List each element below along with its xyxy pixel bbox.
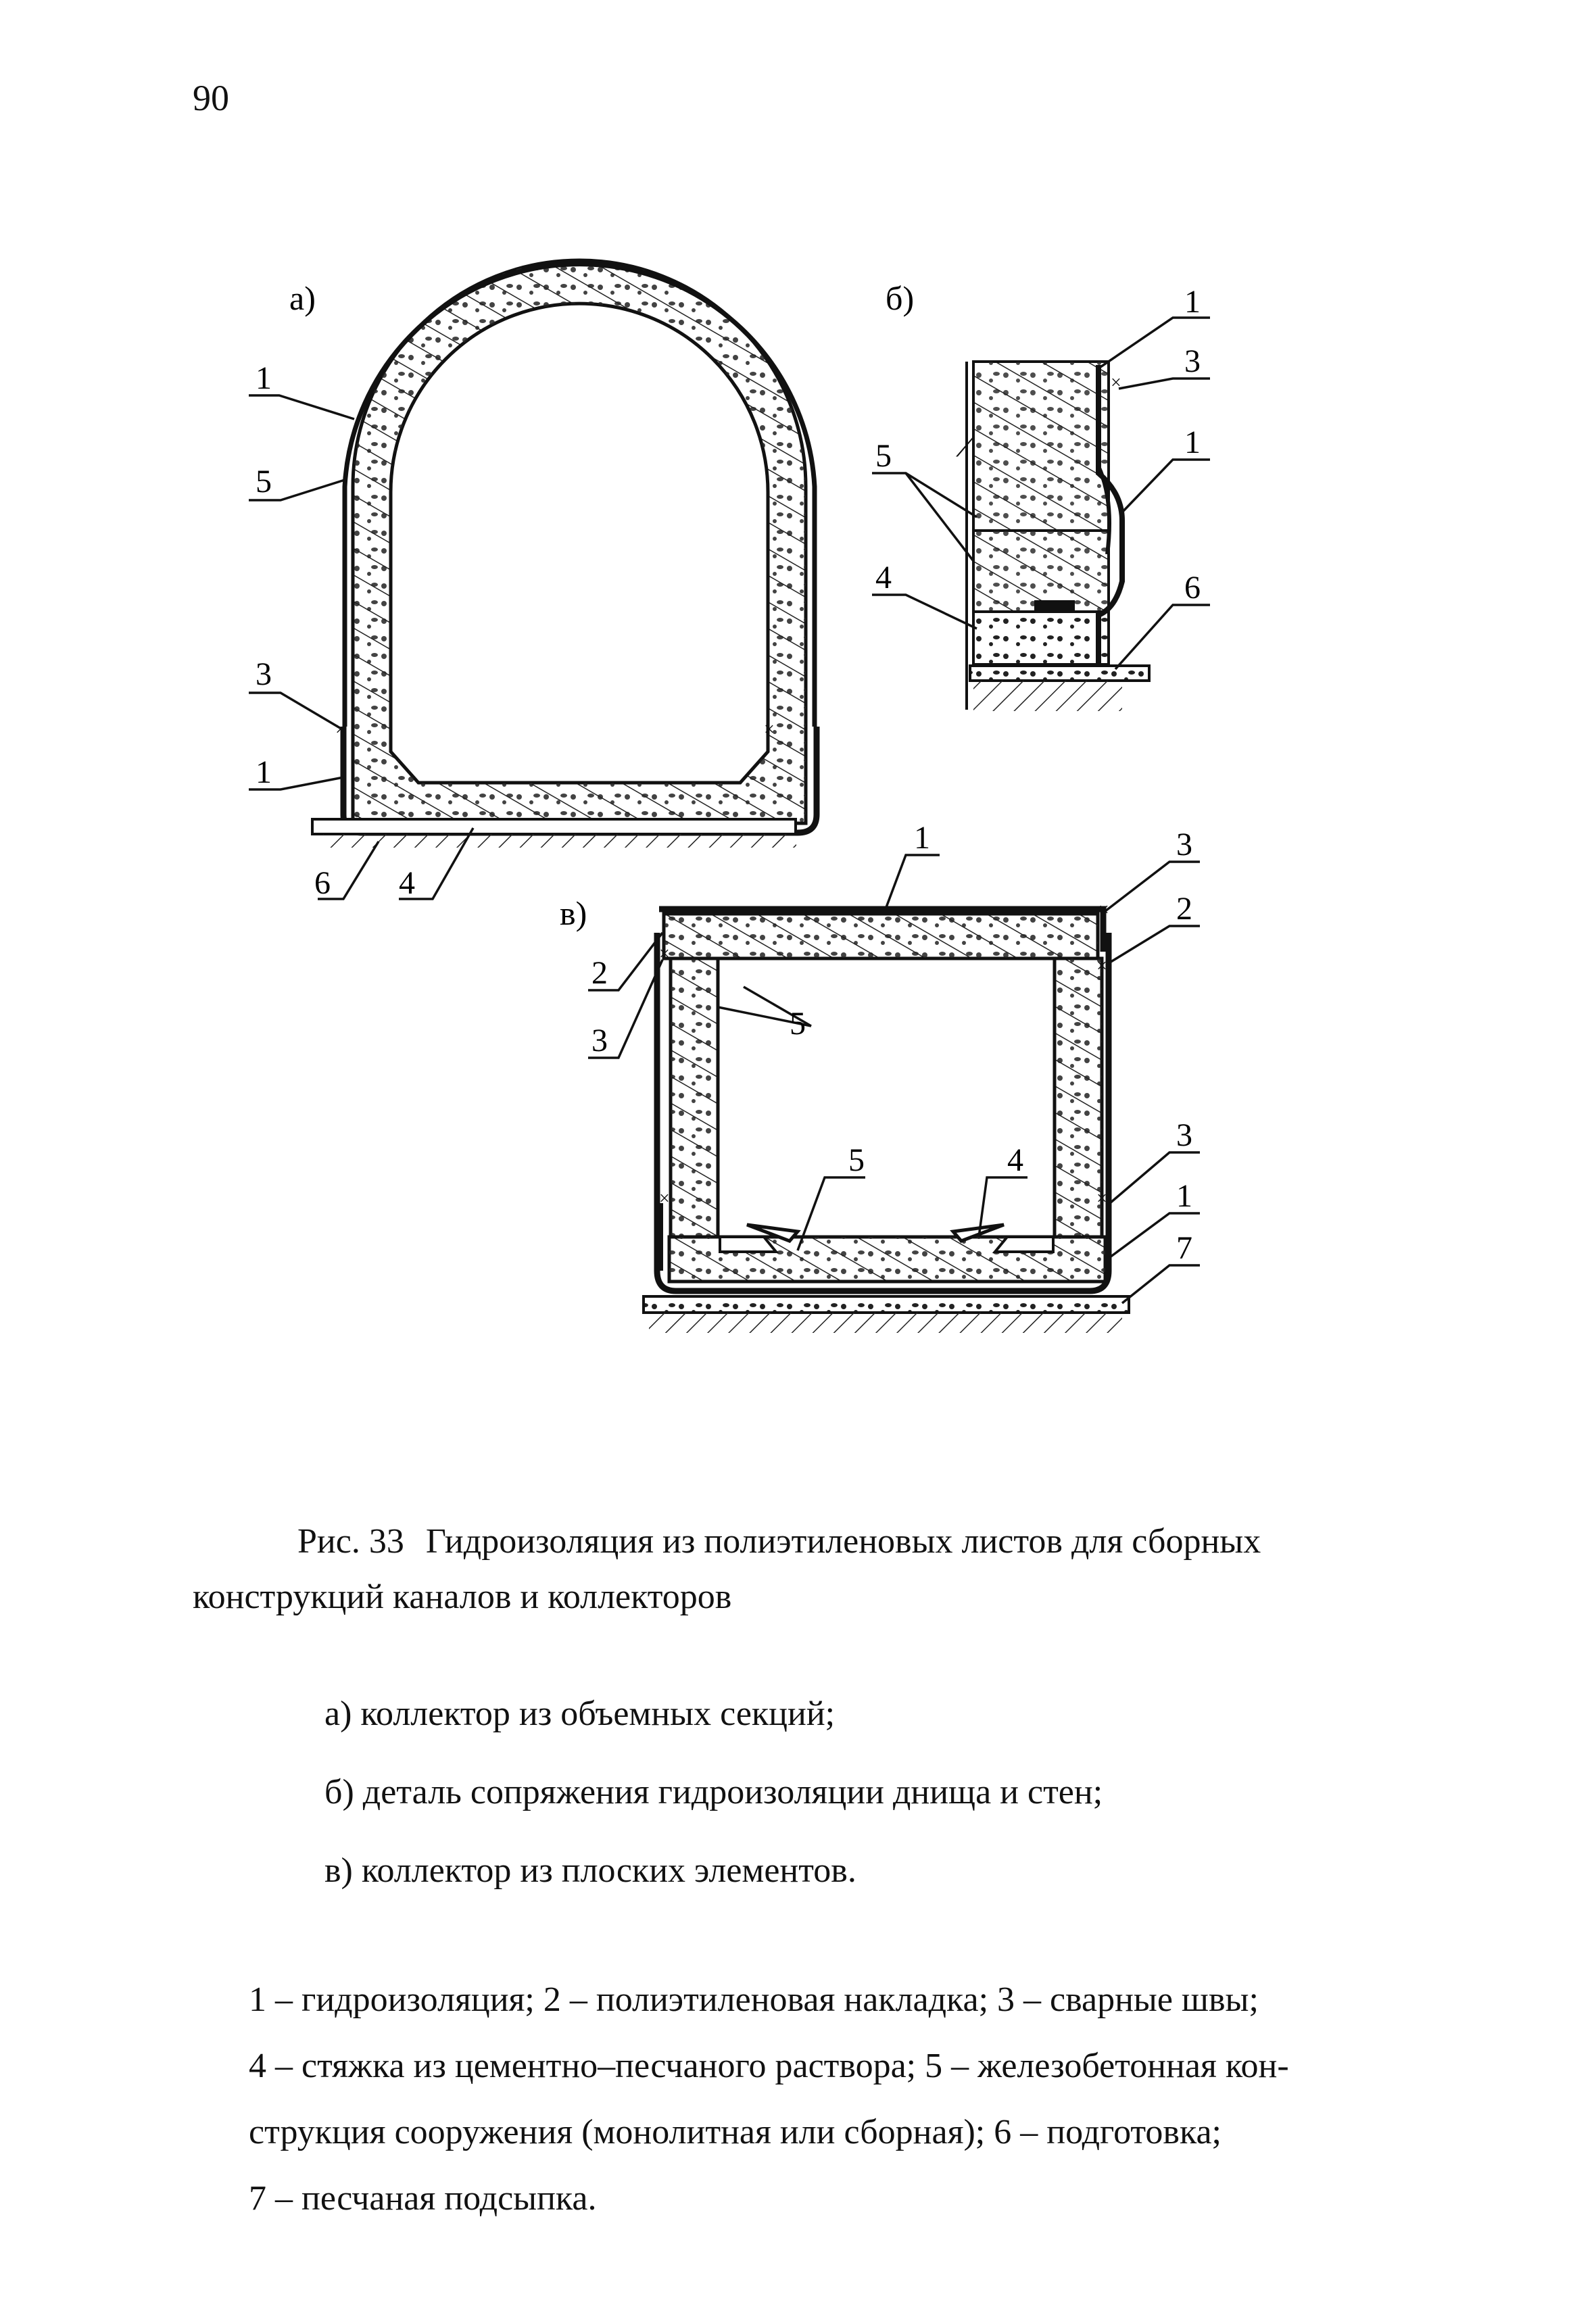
fig-b-waterproofing bbox=[1096, 365, 1125, 666]
fig-v-callout-3-left: 3 bbox=[591, 1023, 608, 1058]
figure-b-joint-detail: ⟋ × bbox=[956, 360, 1151, 711]
svg-text:×: × bbox=[1111, 372, 1121, 393]
legend-line-1: 1 – гидроизоляция; 2 – полиэтиленовая на… bbox=[249, 1980, 1259, 2019]
legend: 1 – гидроизоляция; 2 – полиэтиленовая на… bbox=[249, 1967, 1411, 2232]
caption-title-line-1: Гидроизоляция из полиэтиленовых листов д… bbox=[425, 1522, 1261, 1561]
fig-b-callout-4: 4 bbox=[875, 560, 892, 595]
fig-b-callout-6: 6 bbox=[1184, 570, 1201, 606]
fig-v-callout-2-right: 2 bbox=[1176, 891, 1192, 927]
fig-v-sand-bed bbox=[642, 1295, 1130, 1314]
fig-v-callout-5-walls: 5 bbox=[790, 1006, 806, 1042]
fig-v-callout-2-left: 2 bbox=[591, 955, 608, 991]
svg-text:×: × bbox=[1098, 900, 1109, 921]
variant-b: б) деталь сопряжения гидроизоляции днища… bbox=[324, 1773, 1103, 1811]
fig-b-callout-5: 5 bbox=[875, 438, 892, 474]
fig-a-callout-4: 4 bbox=[399, 865, 415, 901]
legend-line-4: 7 – песчаная подсыпка. bbox=[249, 2179, 597, 2218]
page-number: 90 bbox=[193, 78, 229, 118]
figure-a-arch-collector: × × bbox=[311, 258, 820, 848]
fig-a-callout-5: 5 bbox=[256, 464, 272, 499]
svg-text:×: × bbox=[1096, 956, 1107, 977]
svg-text:×: × bbox=[764, 719, 775, 740]
fig-b-callout-3: 3 bbox=[1184, 343, 1201, 379]
variant-a: а) коллектор из объемных секций; bbox=[324, 1695, 836, 1733]
figure-v-flat-collector: × × × × × bbox=[642, 900, 1130, 1333]
caption-label: Рис. 33 bbox=[297, 1522, 404, 1561]
variant-list: а) коллектор из объемных секций; б) дета… bbox=[324, 1675, 1103, 1910]
fig-v-callout-7: 7 bbox=[1176, 1230, 1192, 1266]
legend-line-2: 4 – стяжка из цементно–песчаного раствор… bbox=[249, 2047, 1289, 2085]
fig-a-callout-1-top: 1 bbox=[256, 360, 272, 396]
fig-v-label: в) bbox=[560, 894, 587, 932]
fig-v-callout-3-top: 3 bbox=[1176, 827, 1192, 862]
fig-v-leader-lines bbox=[588, 854, 1200, 1305]
fig-a-callout-3: 3 bbox=[256, 656, 272, 692]
fig-a-callout-1-bottom: 1 bbox=[256, 754, 272, 790]
figure-caption: Рис. 33 Гидроизоляция из полиэтиленовых л… bbox=[193, 1514, 1396, 1625]
svg-text:×: × bbox=[1096, 1188, 1107, 1209]
fig-a-base-preparation bbox=[311, 818, 797, 835]
fig-a-label: а) bbox=[289, 279, 316, 317]
variant-v: в) коллектор из плоских элементов. bbox=[324, 1851, 856, 1890]
fig-v-waterproofing bbox=[654, 906, 1112, 1294]
fig-v-callout-1-top: 1 bbox=[914, 820, 930, 856]
figure-33-diagram: × × ⟋ × bbox=[249, 258, 1210, 1333]
fig-v-callout-5-floor: 5 bbox=[848, 1142, 865, 1178]
fig-v-callout-3-lower: 3 bbox=[1176, 1117, 1192, 1153]
svg-text:⟋: ⟋ bbox=[956, 432, 975, 462]
svg-text:×: × bbox=[659, 1188, 670, 1209]
legend-line-3: струкция сооружения (монолитная или сбор… bbox=[249, 2113, 1222, 2151]
fig-b-base-preparation bbox=[969, 664, 1151, 682]
fig-b-callout-1-mid: 1 bbox=[1184, 424, 1201, 460]
fig-v-callout-1-bottom: 1 bbox=[1176, 1178, 1192, 1214]
fig-a-leader-lines bbox=[249, 394, 475, 900]
fig-b-leader-lines bbox=[872, 316, 1210, 671]
fig-v-callout-4: 4 bbox=[1007, 1142, 1023, 1178]
caption-title-line-2: конструкций каналов и коллекторов bbox=[193, 1578, 732, 1616]
svg-text:×: × bbox=[659, 944, 670, 965]
fig-b-label: б) bbox=[886, 279, 914, 317]
fig-b-screed bbox=[972, 610, 1110, 666]
fig-a-callout-6: 6 bbox=[314, 865, 331, 901]
fig-b-callout-1-top: 1 bbox=[1184, 284, 1201, 320]
